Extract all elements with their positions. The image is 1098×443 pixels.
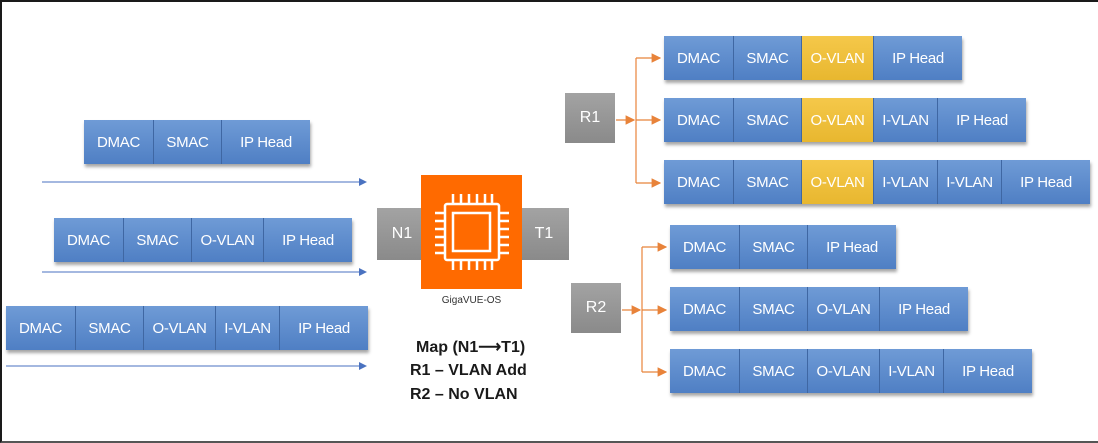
port-t1: T1 (519, 208, 569, 260)
port-n1: N1 (377, 208, 427, 260)
port-n1-label: N1 (391, 225, 413, 242)
field-dmac: DMAC (6, 306, 76, 350)
field-o-vlan: O-VLAN (192, 218, 264, 262)
field-i-vlan: I-VLAN (874, 160, 938, 204)
field-i-vlan: I-VLAN (938, 160, 1002, 204)
field-o-vlan: O-VLAN (802, 36, 874, 80)
field-i-vlan: I-VLAN (874, 98, 938, 142)
field-ip-head: IP Head (874, 36, 962, 80)
device-label: GigaVUE-OS (441, 295, 502, 306)
field-dmac: DMAC (664, 36, 734, 80)
field-i-vlan: I-VLAN (880, 349, 944, 393)
field-dmac: DMAC (84, 120, 154, 164)
rule-r1-box: R1 (565, 93, 615, 143)
field-smac: SMAC (740, 287, 808, 331)
gigavue-device (421, 175, 522, 289)
field-ip-head: IP Head (222, 120, 310, 164)
field-ip-head: IP Head (808, 225, 896, 269)
field-dmac: DMAC (664, 160, 734, 204)
field-ip-head: IP Head (938, 98, 1026, 142)
field-smac: SMAC (740, 349, 808, 393)
field-ip-head: IP Head (264, 218, 352, 262)
field-o-vlan: O-VLAN (808, 287, 880, 331)
rule-r2-box: R2 (571, 283, 621, 333)
field-smac: SMAC (124, 218, 192, 262)
field-i-vlan: I-VLAN (216, 306, 280, 350)
field-ip-head: IP Head (880, 287, 968, 331)
field-o-vlan: O-VLAN (802, 160, 874, 204)
field-smac: SMAC (154, 120, 222, 164)
chip-icon (435, 194, 509, 270)
field-dmac: DMAC (670, 225, 740, 269)
r2-branch-arrows (622, 242, 668, 377)
rule-r2-label: R2 (585, 299, 607, 316)
field-dmac: DMAC (664, 98, 734, 142)
field-ip-head: IP Head (1002, 160, 1090, 204)
field-o-vlan: O-VLAN (808, 349, 880, 393)
field-smac: SMAC (740, 225, 808, 269)
field-o-vlan: O-VLAN (802, 98, 874, 142)
field-dmac: DMAC (670, 287, 740, 331)
rule-r1-desc: R1 – VLAN Add (410, 362, 527, 379)
field-smac: SMAC (734, 160, 802, 204)
field-ip-head: IP Head (280, 306, 368, 350)
field-dmac: DMAC (670, 349, 740, 393)
field-dmac: DMAC (54, 218, 124, 262)
map-line: Map (N1⟶T1) (416, 339, 526, 356)
r1-branch-arrows (616, 53, 662, 188)
field-smac: SMAC (734, 98, 802, 142)
field-ip-head: IP Head (944, 349, 1032, 393)
field-o-vlan: O-VLAN (144, 306, 216, 350)
rule-r2-desc: R2 – No VLAN (410, 386, 518, 403)
port-t1-label: T1 (534, 225, 554, 242)
field-smac: SMAC (734, 36, 802, 80)
field-smac: SMAC (76, 306, 144, 350)
rule-r1-label: R1 (579, 109, 601, 126)
